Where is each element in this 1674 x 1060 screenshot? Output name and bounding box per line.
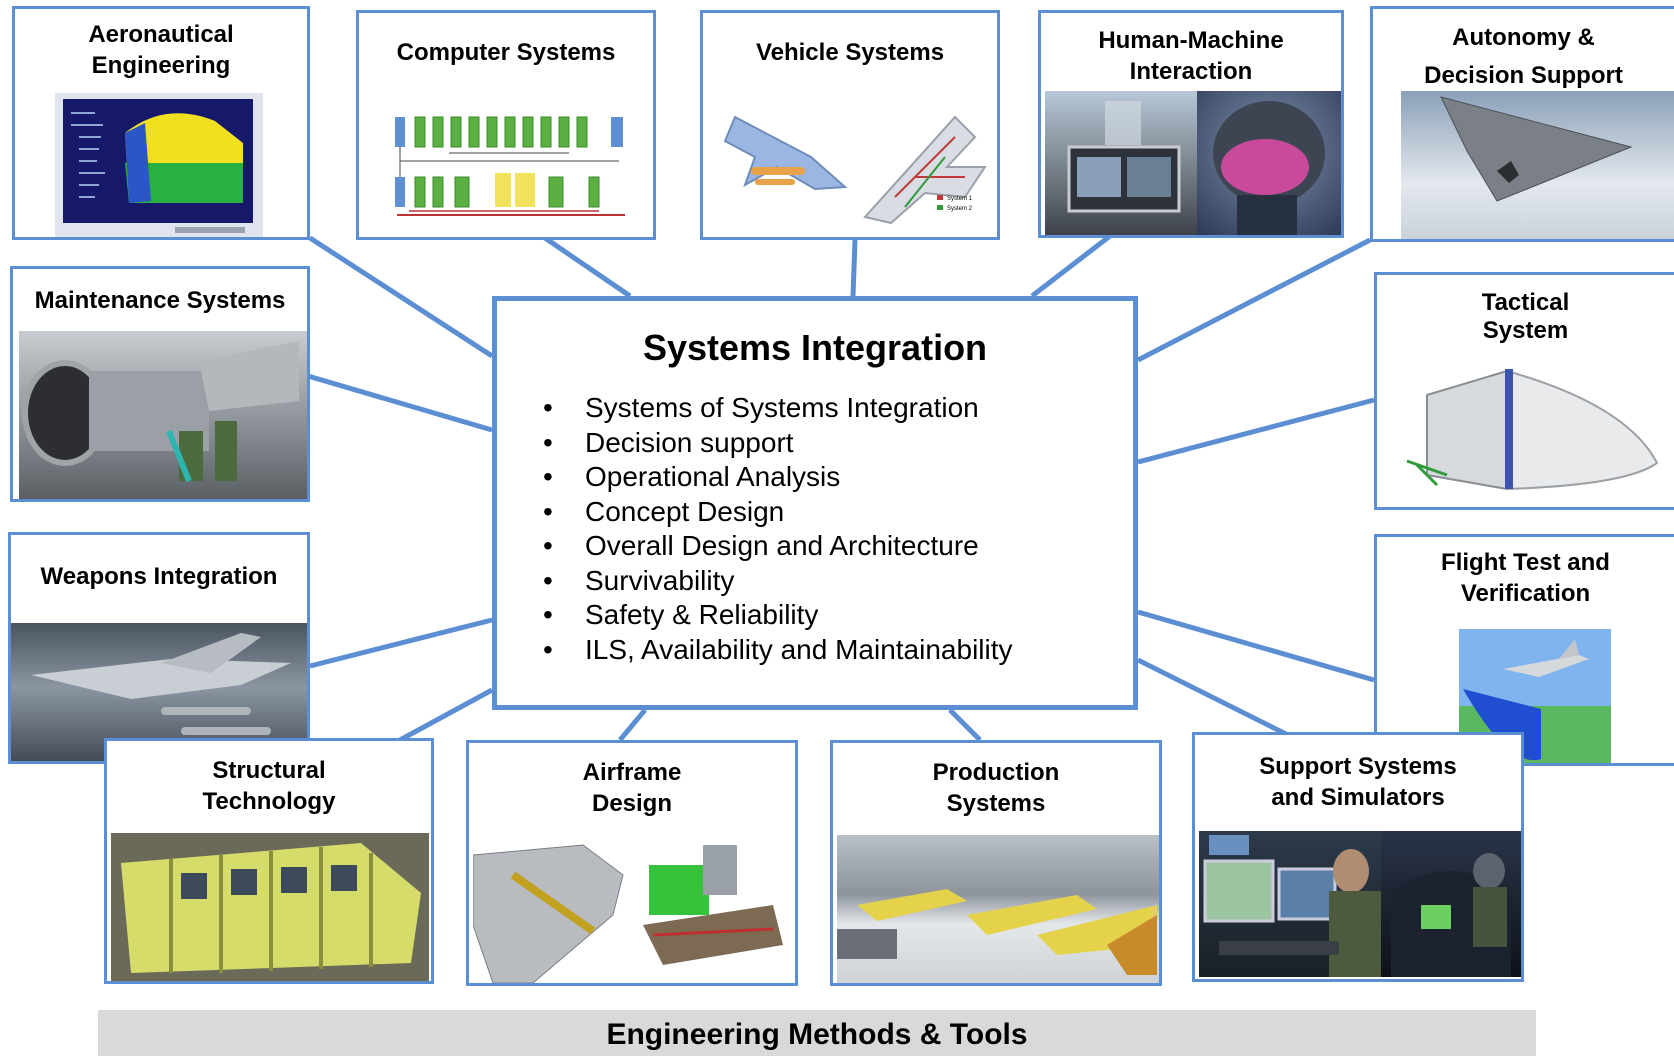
bullet-icon: • — [543, 530, 553, 561]
systems-integration-box: Systems Integration •Systems of Systems … — [492, 296, 1138, 710]
pilot-helmet-image — [1197, 91, 1341, 235]
capability-item: •Overall Design and Architecture — [543, 529, 1133, 564]
box-structural-technology: Structural Technology — [104, 738, 434, 984]
bullet-icon: • — [543, 599, 553, 630]
box-support-systems-simulators: Support Systems and Simulators — [1192, 732, 1524, 982]
box-title: Production Systems — [932, 759, 1060, 817]
bullet-icon: • — [543, 564, 553, 596]
box-human-machine-interaction: Human-Machine Interaction — [1038, 10, 1344, 238]
connector-vehicle — [850, 239, 858, 297]
box-maintenance-systems: Maintenance Systems — [10, 266, 310, 502]
box-flight-test-verification: Flight Test and Verification — [1374, 534, 1674, 766]
capabilities-list: •Systems of Systems Integration •Decisio… — [497, 391, 1133, 667]
bullet-icon: • — [543, 633, 553, 665]
connector-aeronautical — [308, 235, 494, 359]
capability-item: •Operational Analysis — [543, 460, 1133, 495]
box-title: Airframe Design — [582, 759, 682, 817]
connector-airframe — [618, 708, 647, 742]
cockpit-image — [1045, 91, 1197, 235]
uav-image — [1401, 91, 1674, 239]
box-title: Support Systems and Simulators — [1259, 753, 1457, 811]
legend-system2: System 2 — [947, 206, 973, 212]
cad-software-image — [55, 93, 263, 237]
box-title: Human-Machine Interaction — [1098, 27, 1284, 85]
box-title: Weapons Integration — [40, 563, 278, 590]
aircraft-systems-image: System 1 System 2 — [715, 97, 991, 237]
connector-production — [948, 708, 982, 742]
box-vehicle-systems: Vehicle Systems System 1 System 2 — [700, 10, 1000, 240]
connector-flight-test — [1137, 609, 1375, 683]
connector-tactical — [1137, 397, 1375, 465]
radar-nose-cone-image — [1387, 365, 1673, 505]
bullet-icon: • — [543, 426, 553, 458]
engineering-methods-footer: Engineering Methods & Tools — [98, 1010, 1536, 1056]
connector-structural — [398, 687, 494, 743]
operator-console-image — [1199, 831, 1381, 977]
legend-system1: System 1 — [947, 196, 973, 202]
box-tactical-system: Tactical System — [1374, 272, 1674, 510]
box-airframe-design: Airframe Design — [466, 740, 798, 986]
connector-maintenance — [307, 373, 493, 433]
connector-autonomy — [1136, 237, 1372, 363]
maintenance-image — [19, 331, 307, 499]
airframe-cad-image — [473, 835, 795, 983]
connector-hmi — [1030, 234, 1112, 298]
box-title: Aeronautical Engineering — [88, 21, 234, 79]
box-title: Maintenance Systems — [34, 287, 286, 314]
box-weapons-integration: Weapons Integration — [8, 532, 310, 764]
capability-item: •Systems of Systems Integration — [543, 391, 1133, 426]
connector-computer — [543, 235, 632, 299]
bullet-icon: • — [543, 495, 553, 527]
bullet-icon: • — [543, 392, 553, 423]
box-aeronautical-engineering: Aeronautical Engineering — [12, 6, 310, 240]
box-autonomy-decision-support: Autonomy & Decision Support — [1370, 6, 1674, 242]
box-title: Vehicle Systems — [755, 39, 945, 66]
simulator-cockpit-image — [1381, 831, 1521, 977]
box-production-systems: Production Systems — [830, 740, 1162, 986]
production-hall-image — [837, 835, 1159, 983]
capability-item: •Decision support — [543, 426, 1133, 461]
flight-test-visualization — [1459, 629, 1611, 763]
capability-item: •Survivability — [543, 564, 1133, 599]
box-title: Structural Technology — [202, 757, 336, 815]
box-title: Autonomy & Decision Support — [1424, 24, 1623, 89]
capability-item: •Concept Design — [543, 495, 1133, 530]
bullet-icon: • — [543, 461, 553, 492]
box-title: Tactical System — [1481, 289, 1570, 344]
box-computer-systems: Computer Systems — [356, 10, 656, 240]
connector-weapons — [309, 617, 493, 669]
box-title: Flight Test and Verification — [1441, 549, 1610, 607]
fuselage-structure-image — [111, 833, 429, 981]
capability-item: •ILS, Availability and Maintainability — [543, 633, 1133, 668]
connector-support — [1136, 657, 1292, 739]
center-title: Systems Integration — [642, 327, 988, 368]
box-title: Computer Systems — [396, 39, 616, 66]
computer-architecture-diagram — [389, 113, 629, 223]
capability-item: •Safety & Reliability — [543, 598, 1133, 633]
